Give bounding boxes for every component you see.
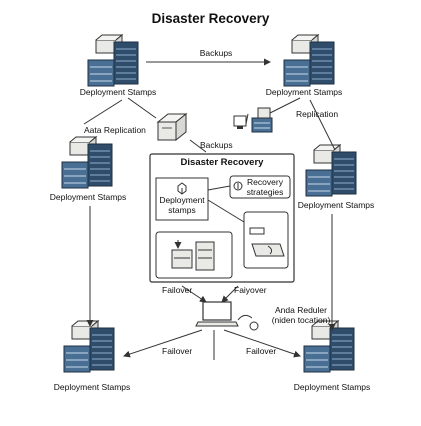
center-box-recovery-strategies: Recovery strategies <box>246 177 284 197</box>
device-icon <box>249 227 285 257</box>
server-cluster-top-left-icon <box>87 34 139 87</box>
node-label-top-left: Deployment Stamps <box>79 87 157 97</box>
failover-bottom-right-arrow <box>223 329 301 358</box>
edge-label-failover-right: Faiyover <box>234 285 267 295</box>
server-cluster-mid-right-icon <box>305 144 357 197</box>
failover-bottom-left-arrow <box>123 329 203 358</box>
inner-link-2 <box>207 199 245 223</box>
edge-label-failover-left: Failover <box>162 285 193 295</box>
backups-mid-line <box>189 139 207 153</box>
server-cluster-bottom-left-icon <box>63 320 115 373</box>
node-label-bottom-left: Deployment Stamps <box>53 382 131 392</box>
backup-package-icon <box>156 112 188 142</box>
center-box-deployment-stamps: Deployment stamps <box>159 195 205 215</box>
edge-label-backups-top: Backups <box>199 48 233 58</box>
node-label-bottom-right: Deployment Stamps <box>293 382 371 392</box>
failover-right-arrow <box>221 285 239 303</box>
monitor-icon <box>233 115 247 129</box>
edge-label-data-replication: Aata Replication <box>84 125 146 135</box>
edge-label-replication: Replication <box>296 109 339 119</box>
edge-label-failover-bottom-left: Failover <box>162 346 193 356</box>
page-title: Disaster Recovery <box>151 11 270 26</box>
cloud-sync-icon <box>237 314 259 331</box>
backup-box-line <box>127 97 157 119</box>
node-label-mid-right: Deployment Stamps <box>297 200 375 210</box>
laptop-icon <box>195 301 239 327</box>
failover-left-arrow <box>181 285 207 303</box>
replication-left-line <box>83 99 123 125</box>
edge-label-failover-bottom-right: Failover <box>246 346 277 356</box>
cube-icon <box>177 182 187 195</box>
inner-server-icon <box>171 240 215 271</box>
server-cluster-bottom-right-icon <box>303 320 355 373</box>
node-label-mid-left: Deployment Stamps <box>49 192 127 202</box>
replication-right-line <box>309 99 336 151</box>
server-cluster-top-right-icon <box>283 34 335 87</box>
servers-box <box>155 231 233 279</box>
center-box-title: Disaster Recovery <box>180 157 264 168</box>
server-cluster-mid-left-icon <box>61 136 113 189</box>
replication-server-icon <box>251 107 273 133</box>
devices-box <box>243 211 289 269</box>
edge-label-backups-mid: Backups <box>200 140 233 150</box>
strategy-icon <box>233 181 243 191</box>
annotation-label: Anda Reduler (niden tocation) <box>271 305 331 325</box>
inner-link-1 <box>207 185 231 191</box>
recovery-strategies-box <box>229 175 291 199</box>
node-label-top-right: Deployment Stamps <box>265 87 343 97</box>
